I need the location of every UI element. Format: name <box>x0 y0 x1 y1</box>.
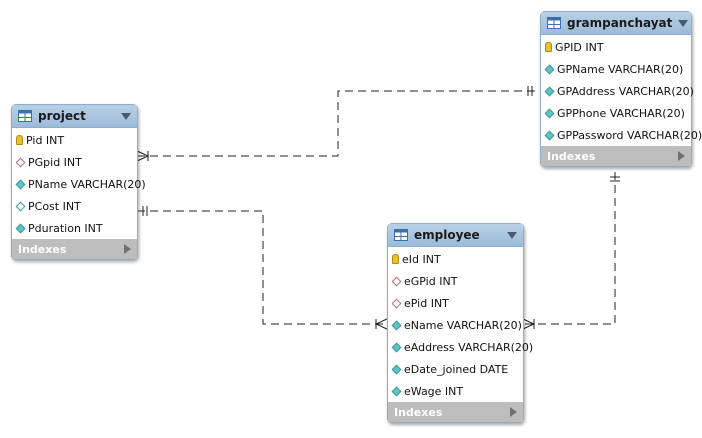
not-null-column-icon <box>15 223 26 233</box>
column-label: PCost INT <box>28 199 81 213</box>
column-row[interactable]: GPID INT <box>541 36 691 58</box>
foreign-key-icon <box>15 157 26 167</box>
foreign-key-icon <box>391 298 402 308</box>
not-null-column-icon <box>15 179 26 189</box>
column-label: eName VARCHAR(20) <box>404 318 522 332</box>
foreign-key-icon <box>391 276 402 286</box>
table-icon <box>547 17 561 29</box>
column-label: GPName VARCHAR(20) <box>557 62 684 76</box>
column-label: Pduration INT <box>28 221 103 235</box>
column-row[interactable]: eId INT <box>388 248 523 270</box>
indexes-section[interactable]: Indexes <box>388 402 523 422</box>
table-name: grampanchayat <box>567 16 673 30</box>
table-employee[interactable]: employee eId INT eGPid INT ePid INT eNam… <box>387 223 533 423</box>
table-icon <box>394 229 408 241</box>
indexes-label: Indexes <box>547 149 596 163</box>
table-name: project <box>38 109 86 123</box>
primary-key-icon <box>16 135 23 145</box>
column-label: eGPid INT <box>404 274 458 288</box>
column-row[interactable]: GPName VARCHAR(20) <box>541 58 691 80</box>
column-row[interactable]: eName VARCHAR(20) <box>388 314 523 336</box>
column-row[interactable]: Pduration INT <box>12 217 137 239</box>
table-project[interactable]: project Pid INT PGpid INT PName VARCHAR(… <box>11 104 146 260</box>
column-row[interactable]: ePid INT <box>388 292 523 314</box>
expand-arrow-icon[interactable] <box>678 151 685 161</box>
column-label: Pid INT <box>26 133 65 147</box>
column-row[interactable]: eAddress VARCHAR(20) <box>388 336 533 358</box>
not-null-column-icon <box>544 64 555 74</box>
column-label: eWage INT <box>404 384 464 398</box>
column-row[interactable]: PCost INT <box>12 195 137 217</box>
column-label: ePid INT <box>404 296 449 310</box>
not-null-column-icon <box>544 86 555 96</box>
table-grampanchayat[interactable]: grampanchayat GPID INT GPName VARCHAR(20… <box>540 11 702 167</box>
not-null-column-icon <box>544 108 555 118</box>
column-label: GPID INT <box>555 40 604 54</box>
dropdown-arrow-icon[interactable] <box>678 19 689 27</box>
indexes-section[interactable]: Indexes <box>541 146 691 166</box>
column-row[interactable]: eDate_joined DATE <box>388 358 523 380</box>
column-row[interactable]: eGPid INT <box>388 270 523 292</box>
column-label: eId INT <box>402 252 441 266</box>
primary-key-icon <box>392 254 399 264</box>
relationship-project-grampanchayat[interactable] <box>136 86 540 162</box>
dropdown-arrow-icon[interactable] <box>121 112 131 120</box>
column-row[interactable]: GPPassword VARCHAR(20) <box>541 124 702 146</box>
column-label: eAddress VARCHAR(20) <box>404 340 534 354</box>
indexes-section[interactable]: Indexes <box>12 239 137 259</box>
column-row[interactable]: eWage INT <box>388 380 523 402</box>
indexes-label: Indexes <box>18 242 67 256</box>
not-null-column-icon <box>391 364 402 374</box>
column-row[interactable]: PGpid INT <box>12 151 137 173</box>
column-label: GPPassword VARCHAR(20) <box>557 128 702 142</box>
relationship-grampanchayat-employee[interactable] <box>522 172 620 330</box>
column-row[interactable]: GPAddress VARCHAR(20) <box>541 80 694 102</box>
not-null-column-icon <box>544 130 555 140</box>
not-null-column-icon <box>391 342 402 352</box>
not-null-column-icon <box>391 320 402 330</box>
primary-key-icon <box>545 42 552 52</box>
column-row[interactable]: GPPhone VARCHAR(20) <box>541 102 691 124</box>
dropdown-arrow-icon[interactable] <box>507 231 517 239</box>
column-label: GPAddress VARCHAR(20) <box>557 84 694 98</box>
column-label: PGpid INT <box>28 155 82 169</box>
column-label: GPPhone VARCHAR(20) <box>557 106 685 120</box>
table-header[interactable]: project <box>12 105 137 128</box>
not-null-column-icon <box>391 386 402 396</box>
relationship-project-employee[interactable] <box>137 206 388 330</box>
table-header[interactable]: employee <box>388 224 523 247</box>
column-row[interactable]: PName VARCHAR(20) <box>12 173 146 195</box>
column-row[interactable]: Pid INT <box>12 129 137 151</box>
table-header[interactable]: grampanchayat <box>541 12 691 35</box>
table-name: employee <box>414 228 480 242</box>
column-label: eDate_joined DATE <box>404 362 509 376</box>
table-icon <box>18 110 32 122</box>
column-label: PName VARCHAR(20) <box>28 177 146 191</box>
nullable-column-icon <box>15 201 26 211</box>
expand-arrow-icon[interactable] <box>124 244 131 254</box>
indexes-label: Indexes <box>394 405 443 419</box>
expand-arrow-icon[interactable] <box>510 407 517 417</box>
